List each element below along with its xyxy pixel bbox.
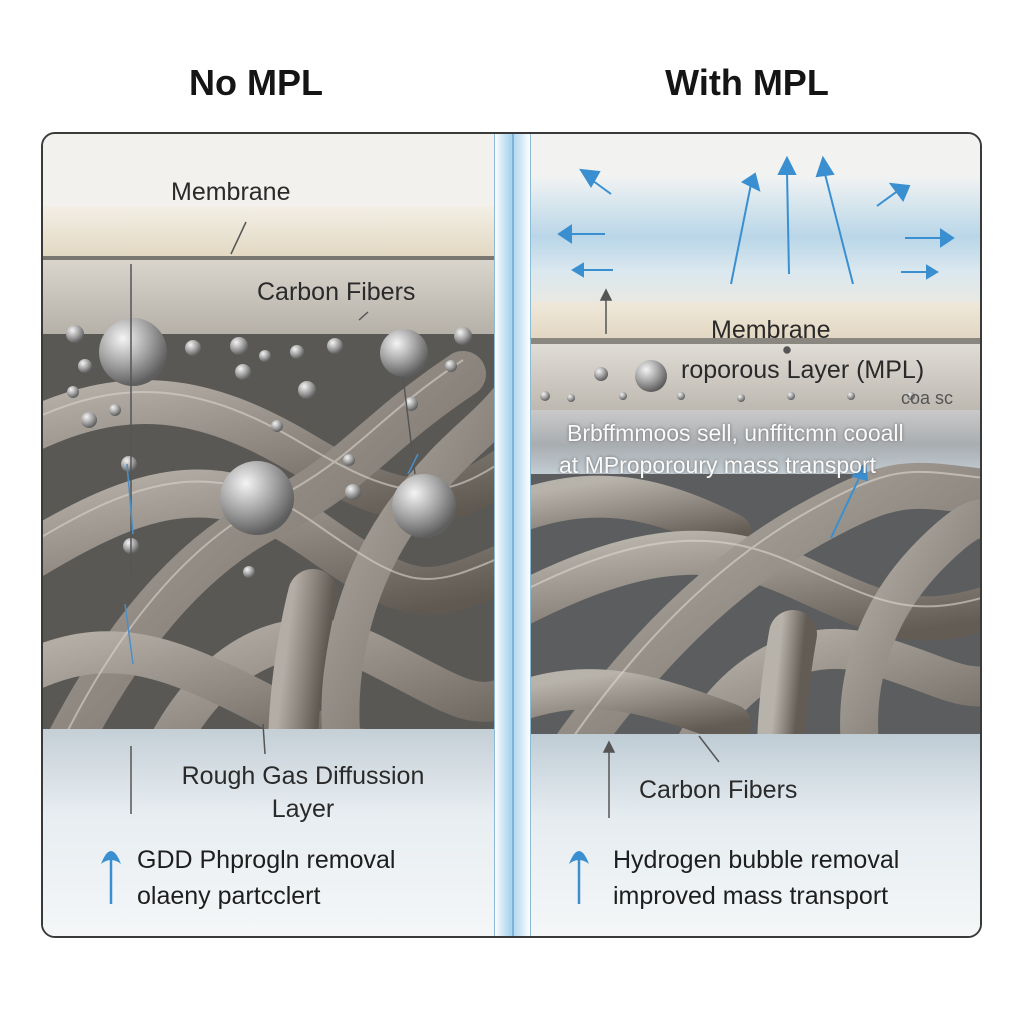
note-left-line2: olaeny partcclert [137, 882, 321, 910]
title-no-mpl: No MPL [189, 62, 323, 103]
with-mpl-illustration [531, 134, 980, 936]
carbon-fibers-label-right: Carbon Fibers [639, 776, 798, 804]
carbon-fibers-label-left: Carbon Fibers [257, 278, 416, 306]
mpl-sub-label: coa sc [901, 388, 954, 408]
gdl-label: Rough Gas Diffussion Layer [133, 760, 473, 826]
note-right-line1: Hydrogen bubble removal [613, 846, 900, 874]
membrane-label-left: Membrane [171, 178, 291, 206]
gdl-label-line2: Layer [271, 795, 335, 823]
gdl-label-line1: Rough Gas Diffussion [181, 762, 425, 790]
note-left-line1: GDD Phprogln removal [137, 846, 396, 874]
up-arrow-icon-right [569, 851, 589, 904]
up-arrow-icon-left [101, 851, 121, 904]
panel-no-mpl: Membrane Carbon Fibers Rough Gas Diffuss… [43, 134, 494, 936]
comparison-frame: Membrane Carbon Fibers Rough Gas Diffuss… [41, 132, 982, 938]
note-right-line2: improved mass transport [613, 882, 889, 910]
mpl-desc-line1: Brbffmmoos sell, unffitcmn cooall [567, 420, 904, 446]
center-divider [494, 134, 531, 936]
note-left: GDD Phprogln removal olaeny partcclert [137, 842, 395, 914]
note-right: Hydrogen bubble removal improved mass tr… [613, 842, 899, 914]
no-mpl-illustration [43, 134, 494, 936]
panel-with-mpl: Membrane roporous Layer (MPL) coa sc Brb… [531, 134, 980, 936]
title-with-mpl: With MPL [665, 62, 829, 103]
membrane-label-right: Membrane [711, 316, 831, 344]
mpl-desc-line2: at MProporoury mass transport [559, 452, 877, 478]
mpl-label: roporous Layer (MPL) [681, 356, 925, 384]
